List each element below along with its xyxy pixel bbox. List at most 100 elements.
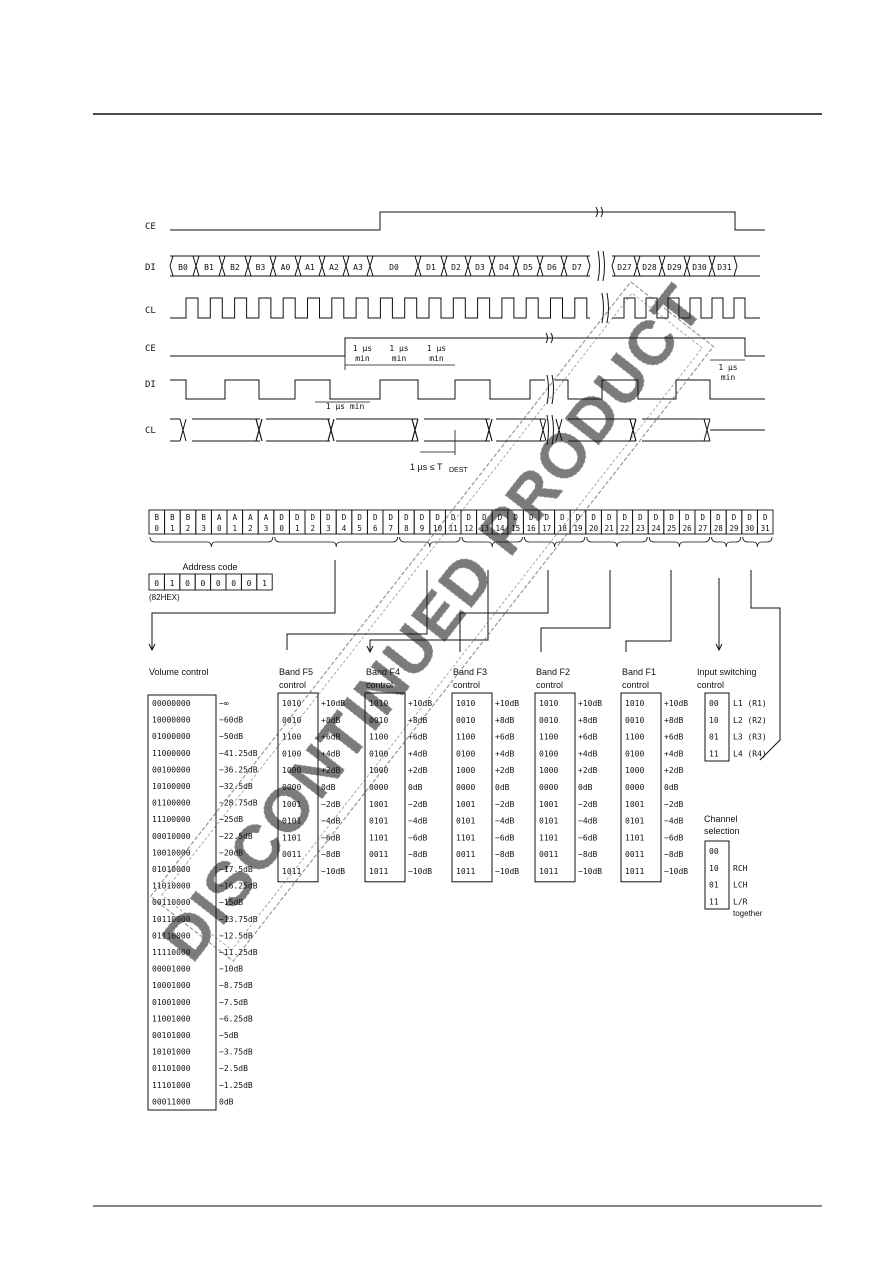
group-brace [586,536,648,548]
band-value: −2dB [495,800,514,809]
bit-edge [563,255,591,277]
ce-end-min-label: 1 µs [718,363,737,372]
volume-value: −8.75dB [219,981,253,990]
di-detail-waveform-tail [555,379,765,400]
volume-value: −36.25dB [219,765,258,774]
address-bit: 0 [231,579,236,588]
bit-cell-index: 0 [279,524,284,533]
band-code: 0000 [539,783,558,792]
volume-code: 11101000 [152,1081,191,1090]
input-value: L3 (R3) [733,733,767,742]
band-code-box [620,692,662,883]
volume-code: 00011000 [152,1097,191,1106]
band-value: −10dB [664,867,688,876]
group-brace [274,536,398,548]
bit-cell-letter: B [201,513,206,522]
band-value: −8dB [408,850,427,859]
bit-label-a3: A3 [353,263,363,272]
bit-cell-letter: D [747,513,752,522]
bit-cell-index: 7 [389,524,394,533]
band-value: +8dB [408,716,427,725]
band-code: 1010 [539,699,558,708]
bit-cell-index: 15 [511,524,520,533]
band-title: Band F5 [279,667,313,677]
volume-value: −13.75dB [219,915,258,924]
band-value: +6dB [578,733,597,742]
volume-code: 11010000 [152,882,191,891]
band-code: 1000 [539,766,558,775]
volume-code: 00110000 [152,898,191,907]
volume-code: 10000000 [152,716,191,725]
volume-value: −20dB [219,848,243,857]
band-value: −8dB [664,850,683,859]
volume-code-box [147,694,217,1111]
bit-cell-index: 21 [605,524,614,533]
cl-break [601,292,609,324]
bit-label-a2: A2 [329,263,339,272]
input-code: 00 [709,699,719,708]
band-code-box [534,692,576,883]
band-value: +8dB [495,716,514,725]
bit-label-d1: D1 [426,263,436,272]
volume-code: 01100000 [152,799,191,808]
band-value: +2dB [495,766,514,775]
cl-waveform [170,297,590,319]
volume-value: −7.5dB [219,998,248,1007]
band-value: +10dB [495,699,519,708]
band-title-sub: control [366,680,393,690]
f5-connector [286,570,428,650]
bit-cell-letter: D [623,513,628,522]
watermark-inner-border [161,292,703,951]
volume-value: −6.25dB [219,1014,253,1023]
bit-cell-index: 1 [170,524,175,533]
volume-value: 0dB [219,1097,234,1106]
bit-label-d4: D4 [499,263,509,272]
band-code: 1011 [456,867,475,876]
volume-code: 10100000 [152,782,191,791]
band-value: +8dB [321,716,340,725]
address-bit-cell [256,573,273,591]
bit-label-d2: D2 [451,263,461,272]
bit-cell-letter: D [685,513,690,522]
band-value: +2dB [664,766,683,775]
band-table-f2: Band F2control1010+10dB0010+8dB1100+6dB0… [534,667,602,883]
bit-cell-letter: D [373,513,378,522]
band-code: 0010 [369,716,388,725]
volume-code: 01000000 [152,732,191,741]
channel-value: RCH [733,864,748,873]
input-value: L2 (R2) [733,716,767,725]
band-value: +10dB [578,699,602,708]
bit-edge [539,255,565,277]
bit-cell-letter: D [638,513,643,522]
bit-edge [221,255,249,277]
band-code: 1011 [539,867,558,876]
bit-cell-index: 31 [761,524,770,533]
band-title-sub: control [536,680,563,690]
channel-title-sub: selection [704,826,740,836]
band-value: −2dB [578,800,597,809]
bit-cell-index: 24 [651,524,661,533]
band-value: −2dB [321,800,340,809]
band-code: 0100 [625,749,644,758]
band-code: 0010 [282,716,301,725]
band-code: 1001 [369,800,388,809]
arrowhead [148,643,156,652]
band-code: 1101 [369,833,388,842]
bit-cell-letter: D [279,513,284,522]
band-value: +6dB [495,733,514,742]
f1-connector [625,570,672,652]
bit-cell-letter: A [217,513,222,522]
channel-code: 00 [709,847,719,856]
volume-value: −22.5dB [219,832,253,841]
bit-cell-letter: D [607,513,612,522]
f3-connector [459,570,549,652]
bit-edge [611,255,638,277]
volume-value: −3.75dB [219,1048,253,1057]
channel-value-extra: together [733,909,763,918]
channel-title: Channel [704,814,738,824]
bit-cell-index: 13 [480,524,489,533]
ce-signal-label: CE [145,222,156,232]
bit-cell-index: 1 [233,524,238,533]
volume-code: 00100000 [152,765,191,774]
